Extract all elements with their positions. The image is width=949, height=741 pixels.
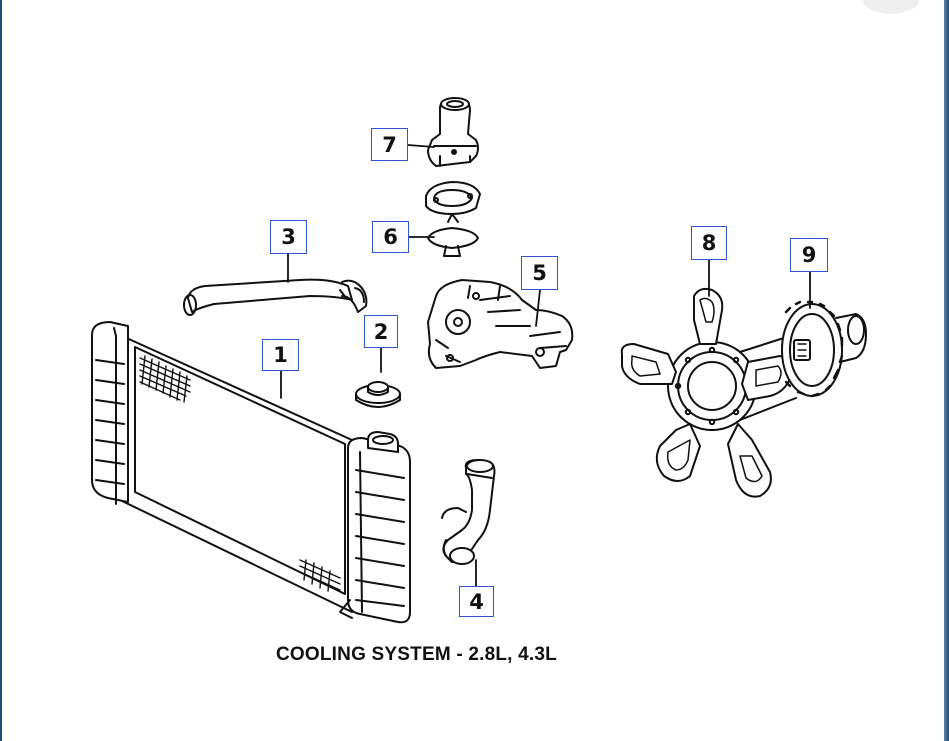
callout-7: 7 [371, 128, 408, 161]
callout-8: 8 [691, 226, 727, 260]
diagram-caption: COOLING SYSTEM - 2.8L, 4.3L [276, 644, 557, 665]
radiator [91, 321, 411, 624]
thermostat [427, 213, 479, 257]
callout-2: 2 [364, 315, 398, 348]
callout-4: 4 [459, 586, 494, 617]
window-right-scroll-edge[interactable] [944, 0, 949, 741]
callout-9: 9 [790, 238, 828, 272]
water-pump [427, 279, 574, 369]
upper-radiator-hose [183, 278, 368, 316]
callout-3: 3 [270, 220, 307, 254]
leader-lines [280, 144, 811, 587]
callout-6: 6 [372, 221, 409, 253]
window-corner-shadow [863, 0, 919, 14]
callout-1: 1 [262, 339, 299, 371]
lower-radiator-hose [441, 459, 496, 565]
window-left-edge [0, 0, 2, 741]
cooling-fan [620, 287, 797, 498]
radiator-cap [355, 381, 401, 408]
thermostat-gasket [425, 181, 481, 215]
fan-clutch [781, 300, 867, 398]
thermostat-housing [427, 97, 479, 167]
callout-5: 5 [521, 256, 558, 290]
